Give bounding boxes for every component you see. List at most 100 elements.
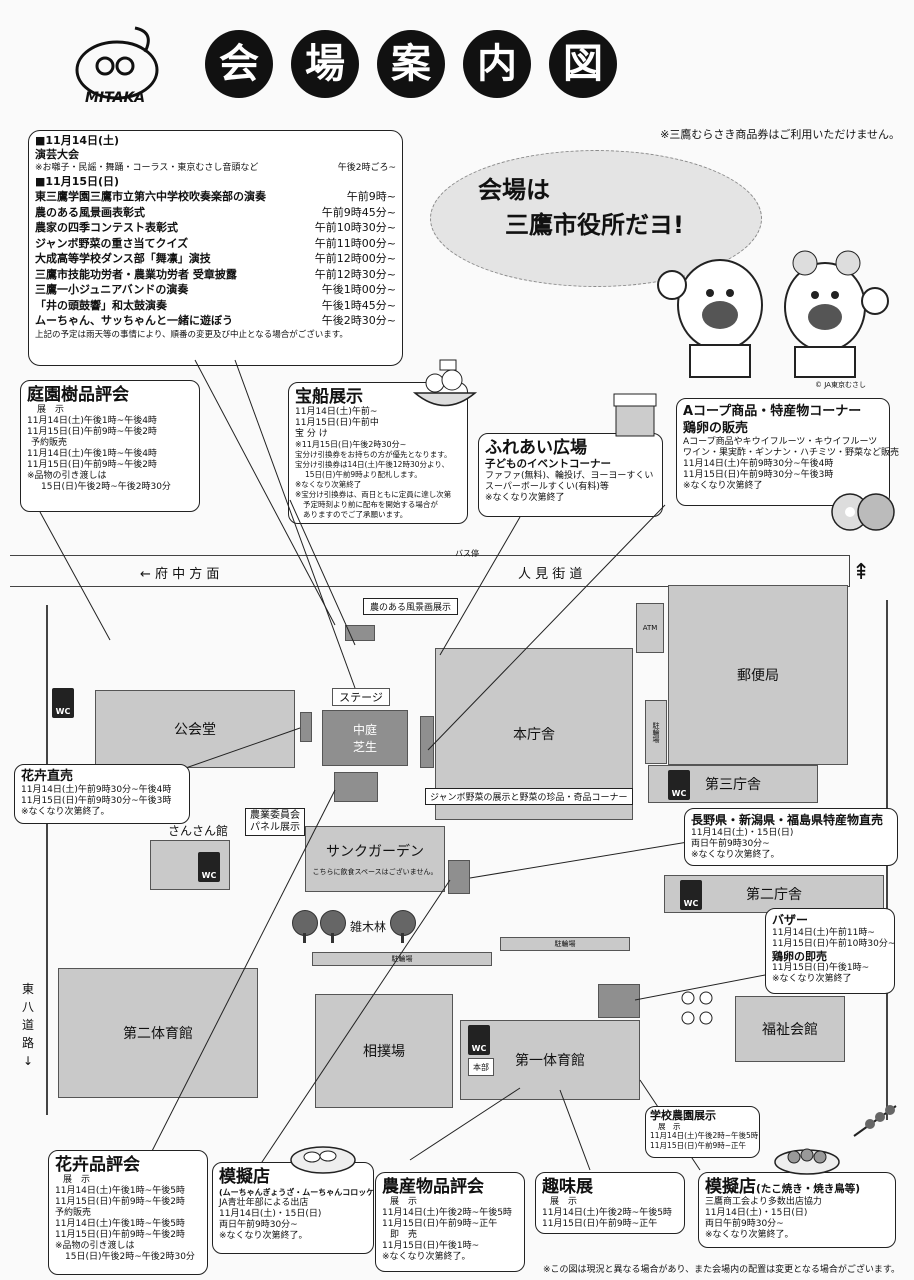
acoop-box: Aコープ商品・特産物コーナー 鶏卵の販売 Aコープ商品やキウイフルーツ・キウイフ… <box>676 398 899 506</box>
kaki-hin-title: 花卉品評会 <box>55 1155 140 1175</box>
stall-icon <box>613 393 657 437</box>
title-char: 図 <box>549 30 617 98</box>
gakkou-title: 学校農園展示 <box>650 1109 716 1122</box>
jumbo-stand <box>420 716 434 768</box>
bazaar-title: バザー <box>772 913 809 927</box>
daini-taiikukan: 第二体育館 <box>58 968 258 1098</box>
nougyou-label: 農業委員会パネル展示 <box>245 808 305 836</box>
yakitori-icon <box>853 1105 897 1137</box>
nou-label: 農のある風景画展示 <box>363 598 459 615</box>
kaki-box: 花卉直売 11月14日(土)午前9時30分~午後4時 11月15日(日)午前9時… <box>14 764 190 824</box>
copyright: © JA東京むさし <box>815 381 866 389</box>
wc-icon: WC <box>468 1025 490 1055</box>
title-char: 案 <box>377 30 445 98</box>
speech-line2: 三鷹市役所だヨ! <box>505 211 684 239</box>
schedule-item: ジャンボ野菜の重さ当てクイズ午前11時00分~ <box>35 236 396 250</box>
schedule-item: 三鷹一小ジュニアバンドの演奏午後1時00分~ <box>35 283 396 296</box>
takarabune-title: 宝船展示 <box>295 387 363 407</box>
bazaar-box: バザー 11月14日(土)午前11時~ 11月15日(日)午前10時30分~ 鶏… <box>765 908 895 994</box>
fureai-title: ふれあい広場 <box>485 438 587 458</box>
schedule-note: 上記の予定は雨天等の事情により、順番の変更及び中止となる場合がございます。 <box>35 329 348 340</box>
wc-icon: WC <box>198 852 220 882</box>
fureai-box: ふれあい広場 子どものイベントコーナー ファファ(無料)、輪投げ、ヨーヨーすくい… <box>478 433 663 517</box>
mogi2-box: 模擬店(たこ焼き・焼き鳥等) 三鷹商工会より多数出店協力 11月14日(土)・1… <box>698 1172 896 1248</box>
kaki-stand <box>300 712 312 742</box>
bus-stop-label: バス停 <box>455 549 479 558</box>
day1-event: 演芸大会 <box>35 148 79 161</box>
shumi-title: 趣味展 <box>542 1177 593 1197</box>
sunk-garden: サンクガーデン こちらに飲食スペースはございません。 <box>305 826 445 892</box>
churin-2: 駐輪場 <box>500 937 630 951</box>
schedule-item: 三鷹市技能功労者・農業功労者 受章披露午前12時30分~ <box>35 267 396 281</box>
day1-time: 午後2時ごろ~ <box>337 163 396 173</box>
mogi2-title: 模擬店 <box>705 1177 756 1197</box>
road-line <box>46 605 48 1115</box>
north-arrow-icon: ⇞ <box>852 560 871 585</box>
teien-title: 庭園樹品評会 <box>27 385 129 405</box>
fukushi-kaikan: 福祉会館 <box>735 996 845 1062</box>
mogi1-box: 模擬店 (ムーちゃんぎょうざ・ムーちゃんコロッケ) JA青壮年部による出店 11… <box>212 1162 378 1254</box>
footer-note: ※この図は現況と異なる場合があり、また会場内の配置は変更となる場合がございます。 <box>542 1265 900 1275</box>
day1-detail: ※お囃子・民謡・舞踊・コーラス・東京むさし音頭など <box>35 163 259 173</box>
nagano-box: 長野県・新潟県・福島県特産物直売 11月14日(土)・15日(日) 両日午前9時… <box>684 808 898 866</box>
sansan-label: さんさん館 <box>168 824 229 838</box>
title-char: 場 <box>291 30 359 98</box>
wc-icon: WC <box>668 770 690 800</box>
churin-parking: 駐輪場 <box>645 700 667 764</box>
shumi-box: 趣味展 展 示 11月14日(土)午後2時~午後5時 11月15日(日)午前9時… <box>535 1172 685 1234</box>
nougyou-stand <box>334 772 378 802</box>
hitomi-road <box>10 555 850 587</box>
stage: ステージ <box>332 688 390 706</box>
nakaniwa: 中庭芝生 <box>322 710 408 766</box>
page-title: 会 場 案 内 図 <box>205 30 635 98</box>
bazaar-stand <box>598 984 640 1018</box>
speech-line1: 会場は <box>478 176 550 204</box>
schedule-item: 大成高等学校ダンス部「舞凛」演技午前12時00分~ <box>35 252 396 265</box>
logo-mascot-icon <box>75 26 159 100</box>
schedule-box: ■11月14日(土) 演芸大会 ※お囃子・民謡・舞踊・コーラス・東京むさし音頭な… <box>28 130 403 366</box>
nagano-stand <box>448 860 470 894</box>
nagano-title: 長野県・新潟県・福島県特産物直売 <box>691 813 884 827</box>
title-char: 会 <box>205 30 273 98</box>
gyoza-plate-icon <box>290 1146 356 1174</box>
wc-icon: WC <box>680 880 702 910</box>
atm: ATM <box>636 603 664 653</box>
acoop-title: Aコープ商品・特産物コーナー <box>683 404 862 419</box>
jumbo-label: ジャンボ野菜の展示と野菜の珍品・奇品コーナー <box>425 788 633 805</box>
voucher-note: ※三鷹むらさき商品券はご利用いただけません。 <box>660 128 900 141</box>
schedule-item: 農のある風景画表彰式午前9時45分~ <box>35 205 396 219</box>
higashi-road: 東 八 道 路 ↓ <box>21 982 34 1068</box>
gakkou-box: 学校農園展示 展 示 11月14日(土)午後2時~午後5時 11月15日(日)午… <box>645 1106 760 1158</box>
yuubinkyoku: 郵便局 <box>668 585 848 765</box>
day2-heading: ■11月15日(日) <box>35 175 120 188</box>
zouki-label: 雑木林 <box>350 920 387 934</box>
wc-icon: WC <box>52 688 74 718</box>
schedule-item: 東三鷹学園三鷹市立第六中学校吹奏楽部の演奏午前9時~ <box>35 190 396 203</box>
day1-heading: ■11月14日(土) <box>35 134 120 147</box>
takoyaki-icon <box>774 1148 840 1175</box>
logo: MITAKA <box>55 22 175 110</box>
schedule-item: ムーちゃん、サッちゃんと一緒に遊ぼう午後2時30分~ <box>35 314 396 327</box>
honbu: 本部 <box>468 1058 494 1076</box>
teien-box: 庭園樹品評会 展 示 11月14日(土)午後1時~午後4時 11月15日(日)午… <box>20 380 200 512</box>
takarabune-box: 宝船展示 11月14日(土)午前~ 11月15日(日)午前中 宝 分 け ※11… <box>288 382 468 524</box>
mascot-illustration <box>657 250 889 378</box>
nousan-box: 農産物品評会 展 示 11月14日(土)午後2時~午後5時 11月15日(日)午… <box>375 1172 525 1272</box>
schedule-item: 「井の頭鼓響」和太鼓演奏午後1時45分~ <box>35 298 396 312</box>
logo-text: MITAKA <box>85 90 146 106</box>
kaki-hin-box: 花卉品評会 展 示 11月14日(土)午後1時~午後5時 11月15日(日)午前… <box>48 1150 208 1275</box>
kiwi-icon <box>831 493 895 531</box>
kaki-title: 花卉直売 <box>21 769 74 784</box>
koukaidou: 公会堂 <box>95 690 295 768</box>
nou-gallery <box>345 625 375 641</box>
treasure-ship-icon <box>412 359 478 407</box>
tree-icon <box>320 910 346 936</box>
title-char: 内 <box>463 30 531 98</box>
schedule-item: 農家の四季コンテスト表彰式午前10時30分~ <box>35 221 396 234</box>
fuchu-direction: ← 府 中 方 面 <box>140 567 220 582</box>
sumouba: 相撲場 <box>315 994 453 1108</box>
hitomi-road-label: 人 見 街 道 <box>518 567 583 582</box>
bench-icon <box>681 991 713 1025</box>
mogi1-title: 模擬店 <box>219 1167 270 1187</box>
